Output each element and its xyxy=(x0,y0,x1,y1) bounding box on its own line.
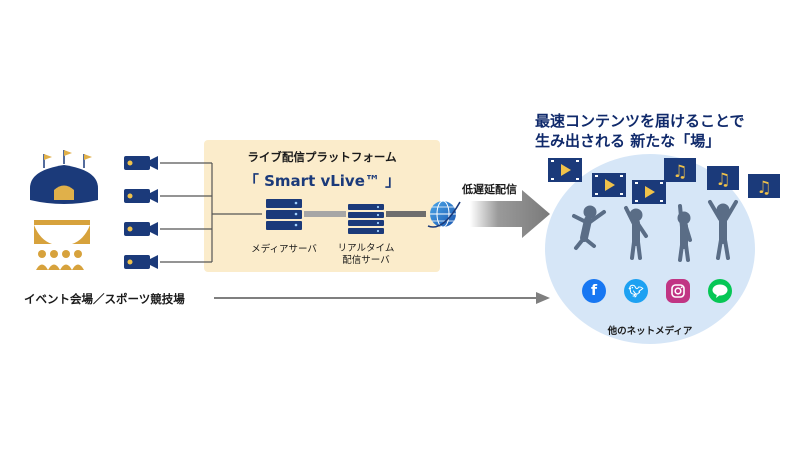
line-icon xyxy=(708,279,732,303)
video-icon xyxy=(592,173,626,197)
svg-text:♫: ♫ xyxy=(715,170,730,190)
instagram-icon xyxy=(666,279,690,303)
music-note-icon: ♫ xyxy=(748,174,780,198)
low-latency-arrow xyxy=(470,190,550,238)
video-icon xyxy=(632,180,666,204)
svg-text:♫: ♫ xyxy=(672,162,687,182)
realtime-server-label-line2: 配信サーバ xyxy=(342,255,390,266)
camera-icon xyxy=(124,189,158,203)
globe-link-bar xyxy=(386,211,426,217)
theater-icon xyxy=(34,220,90,270)
camera-icon xyxy=(124,255,158,269)
camera-icon xyxy=(124,222,158,236)
camera-connectors xyxy=(160,162,262,263)
person-icon xyxy=(624,206,648,260)
globe-icon xyxy=(427,200,461,228)
media-server-icon xyxy=(266,199,302,230)
stadium-icon xyxy=(30,150,98,204)
media-server-label: メディアサーバ xyxy=(251,244,317,255)
headline-line2: 生み出される 新たな「場」 xyxy=(535,132,721,150)
twitter-icon: 🐦︎ xyxy=(624,279,648,303)
camera-icon xyxy=(124,156,158,170)
realtime-server-icon xyxy=(348,204,384,234)
video-icon xyxy=(548,158,582,182)
platform-name: 「 Smart vLive™ 」 xyxy=(243,172,401,190)
facebook-icon: f xyxy=(582,279,606,303)
music-note-icon: ♫ xyxy=(664,158,696,182)
venue-label: イベント会場／スポーツ競技場 xyxy=(24,292,185,306)
person-icon xyxy=(708,200,738,260)
server-link-bar xyxy=(304,211,346,217)
platform-box xyxy=(204,140,440,272)
svg-text:♫: ♫ xyxy=(756,178,771,198)
headline-line1: 最速コンテンツを届けることで xyxy=(535,112,745,130)
music-note-icon: ♫ xyxy=(707,166,739,190)
venue-to-media-arrow xyxy=(214,292,550,304)
person-icon xyxy=(677,204,692,262)
latency-label: 低遅延配信 xyxy=(462,183,517,196)
realtime-server-label-line1: リアルタイム xyxy=(337,243,395,254)
other-media-label: 他のネットメディア xyxy=(607,326,693,337)
person-icon xyxy=(572,205,606,250)
platform-title: ライブ配信プラットフォーム xyxy=(247,150,397,164)
